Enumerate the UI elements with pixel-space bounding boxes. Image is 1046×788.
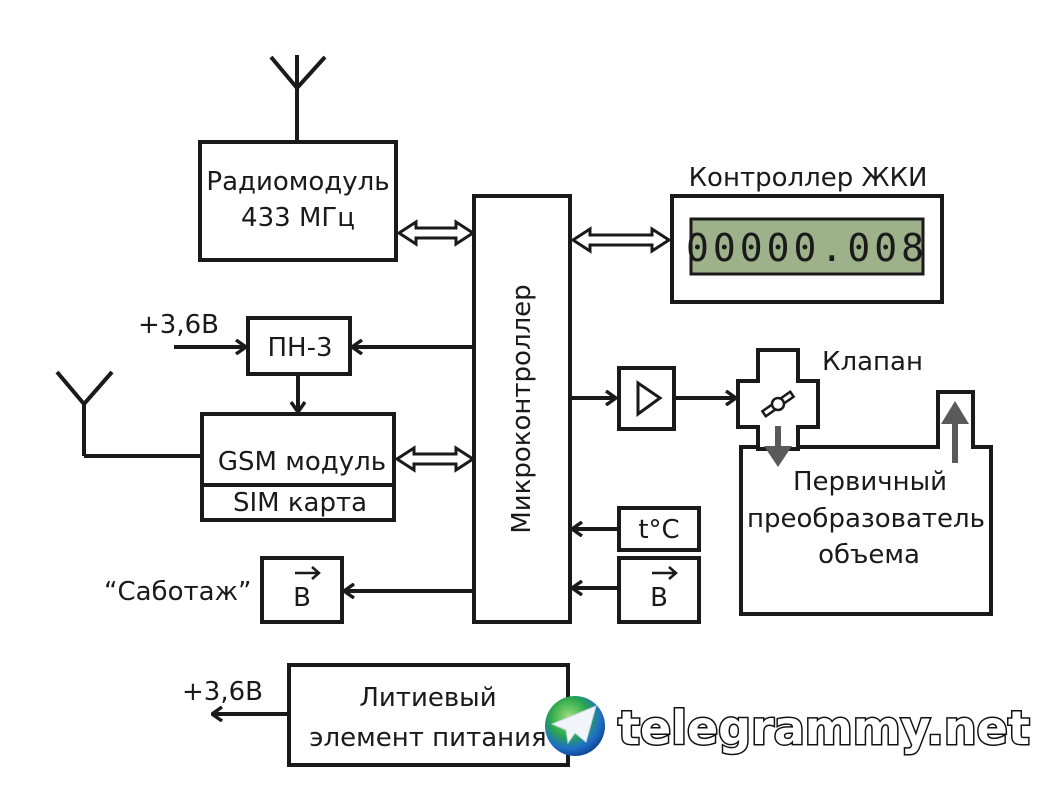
amplifier-triangle-icon bbox=[636, 380, 663, 417]
valve-symbol-icon bbox=[760, 390, 796, 418]
lcd-controller-block: 00000.008 bbox=[670, 194, 944, 304]
radio-module-block: Радиомодуль 433 МГц bbox=[198, 140, 398, 262]
amplifier-block bbox=[617, 366, 676, 431]
flow-up-arrow-icon bbox=[941, 401, 969, 463]
battery-block: Литиевый элемент питания bbox=[287, 663, 570, 767]
gsm-antenna-icon bbox=[55, 370, 202, 458]
watermark: telegrammy.net bbox=[545, 696, 1031, 757]
temperature-sensor-label: t°C bbox=[638, 515, 679, 545]
sabotage-sensor-label: B bbox=[293, 583, 311, 613]
bus-arrow-gsm bbox=[394, 445, 476, 473]
voltage-converter-block: ПН-3 bbox=[246, 316, 352, 376]
vector-arrow-icon bbox=[295, 566, 321, 580]
valve-label: Клапан bbox=[822, 347, 923, 377]
watermark-text: telegrammy.net bbox=[618, 701, 1030, 755]
vector-arrow-icon bbox=[652, 566, 678, 580]
transducer-label-3: объема bbox=[818, 540, 920, 570]
sabotage-sensor-block: B bbox=[260, 556, 344, 624]
bus-arrow-lcd bbox=[570, 226, 672, 254]
lcd-display bbox=[689, 217, 925, 276]
radio-antenna-icon bbox=[269, 55, 327, 142]
gsm-module-label: GSM модуль bbox=[218, 447, 386, 477]
lcd-controller-label: Контроллер ЖКИ bbox=[689, 163, 928, 193]
sabotage-label: “Саботаж” bbox=[104, 577, 251, 607]
transducer-label-1: Первичный bbox=[793, 467, 947, 497]
temperature-sensor-block: t°C bbox=[617, 506, 701, 552]
magnetic-sensor-block: B bbox=[617, 556, 701, 624]
gsm-module-block: GSM модуль SIM карта bbox=[200, 412, 396, 522]
microcontroller-block: Микроконтроллер bbox=[472, 194, 572, 624]
sim-card-label: SIM карта bbox=[233, 488, 367, 518]
pn3-input-voltage: +3,6В bbox=[138, 310, 219, 340]
voltage-converter-label: ПН-3 bbox=[267, 333, 332, 363]
battery-output-voltage: +3,6В bbox=[182, 677, 263, 707]
transducer-label-2: преобразователь bbox=[747, 504, 985, 534]
magnetic-sensor-label: B bbox=[650, 583, 668, 613]
flow-down-arrow-icon bbox=[764, 426, 792, 467]
battery-label-1: Литиевый bbox=[359, 683, 496, 713]
lcd-display-value: 00000.008 bbox=[686, 226, 928, 270]
radio-module-label: Радиомодуль bbox=[206, 167, 389, 197]
battery-label-2: элемент питания bbox=[309, 723, 546, 753]
radio-module-frequency: 433 МГц bbox=[241, 203, 355, 233]
telegram-globe-icon bbox=[545, 696, 605, 756]
bus-arrow-radio bbox=[396, 219, 476, 247]
primary-transducer-block bbox=[739, 390, 993, 616]
microcontroller-label: Микроконтроллер bbox=[507, 284, 537, 533]
